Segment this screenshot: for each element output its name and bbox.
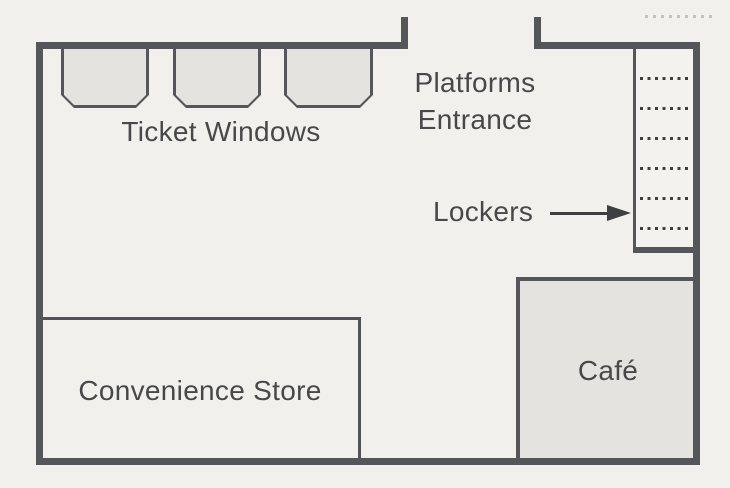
locker-divider xyxy=(640,77,689,80)
cafe-label: Café xyxy=(577,355,639,386)
ticket-window-counter xyxy=(287,49,370,105)
cafe-room: Café xyxy=(516,277,700,465)
entrance-jamb-left xyxy=(401,17,408,49)
lockers-label: Lockers xyxy=(433,196,534,227)
ticket-window-counter xyxy=(64,49,146,105)
lockers-arrow-icon xyxy=(607,205,631,221)
ticket-window-3 xyxy=(284,49,373,108)
locker-divider xyxy=(640,167,689,170)
ticket-window-2 xyxy=(173,49,261,108)
locker-divider xyxy=(640,197,689,200)
locker-divider xyxy=(640,107,689,110)
ticket-windows-label: Ticket Windows xyxy=(121,116,321,147)
locker-divider xyxy=(640,137,689,140)
lockers-unit xyxy=(633,49,693,253)
scan-artifact-dots xyxy=(645,15,717,18)
ticket-window-1 xyxy=(61,49,149,108)
locker-divider xyxy=(640,227,689,230)
platforms-entrance-label-line1: Platforms xyxy=(414,67,536,98)
platforms-entrance-label: Platforms Entrance xyxy=(374,64,576,138)
platforms-entrance-label-line2: Entrance xyxy=(417,104,533,135)
convenience-store-label: Convenience Store xyxy=(78,375,322,406)
entrance-jamb-right xyxy=(534,17,541,49)
ticket-window-counter xyxy=(176,49,258,105)
platforms-entrance-opening xyxy=(408,40,534,51)
station-outline-wall xyxy=(36,42,700,465)
lockers-arrow-line xyxy=(550,212,610,215)
